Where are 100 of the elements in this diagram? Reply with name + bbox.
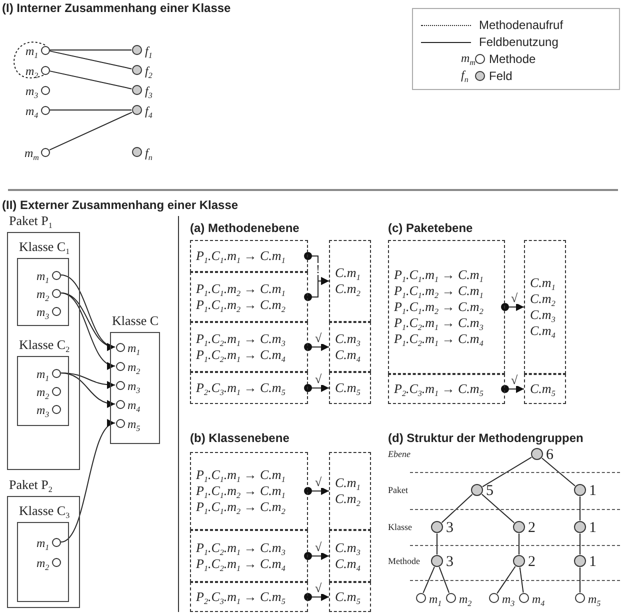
method-name: C.m$_{3}$ [335, 331, 362, 347]
arrow [304, 593, 330, 601]
method-name: C.m$_{1}$ [335, 265, 362, 281]
call-group-box [190, 240, 308, 272]
method-name: C.m$_{5}$ [335, 380, 362, 396]
group-node [531, 448, 543, 460]
call-group-box [190, 372, 308, 404]
method-name: C.m$_{2}$ [530, 291, 556, 307]
field-circle [132, 105, 142, 115]
method-circle [52, 386, 60, 396]
method-label: m$_{2}$ [36, 556, 50, 570]
call-group-box [190, 530, 308, 582]
arrow [501, 385, 524, 393]
edge-label: √ [314, 476, 323, 488]
group-node [471, 484, 483, 496]
symbol-label: m$_{m}$ [461, 51, 476, 65]
method-label: m$_{1}$ [128, 341, 140, 355]
call-text: P$_{1}$.C$_{2}$.m$_{1}$ → C.m$_{4}$ [196, 556, 286, 572]
method-name: C.m$_{4}$ [530, 323, 556, 339]
method-label: m$_{5}$ [128, 417, 140, 431]
method-name: C.m$_{1}$ [335, 475, 362, 491]
panel-heading: (c) Paketebene [388, 221, 473, 235]
method-label: m$_{3}$ [502, 592, 515, 606]
method-label: m$_{4}$ [26, 104, 38, 118]
group-node [574, 521, 586, 533]
count-label: 2 [528, 554, 536, 570]
field-circle [132, 65, 142, 75]
edge-label: √ [314, 582, 323, 594]
panel-heading: (b) Klassenebene [190, 431, 290, 445]
call-text: P$_{2}$.C$_{3}$.m$_{1}$ → C.m$_{5}$ [196, 589, 286, 605]
connector-line [438, 566, 450, 594]
connector-line [482, 456, 532, 488]
call-text: P$_{2}$.C$_{3}$.m$_{1}$ → C.m$_{5}$ [196, 380, 286, 396]
call-text: P$_{1}$.C$_{1}$.m$_{1}$ → C.m$_{1}$ [394, 267, 484, 283]
method-name: C.m$_{4}$ [335, 347, 362, 363]
connector-line [519, 566, 524, 594]
dotted-arc [14, 42, 46, 78]
method-circle [40, 86, 50, 94]
target-group-box [329, 530, 371, 582]
field-circle [132, 85, 142, 95]
method-label: m$_{4}$ [128, 398, 140, 412]
field-circle [132, 147, 142, 157]
legend-text: Methode [489, 52, 536, 66]
level-label: Ebene [388, 449, 410, 459]
target-group-box [524, 374, 566, 404]
target-group-box [329, 372, 371, 404]
edge-label: ! [315, 262, 321, 274]
method-label: m$_{3}$ [36, 403, 50, 417]
connector-line [441, 494, 473, 524]
method-name: C.m$_{5}$ [335, 589, 362, 605]
call-text: P$_{1}$.C$_{1}$.m$_{2}$ → C.m$_{1}$ [196, 483, 286, 499]
legend-text: Feld [489, 69, 512, 83]
method-label: m$_{m}$ [24, 146, 39, 160]
method-label: m$_{2}$ [128, 360, 140, 374]
method-label: m$_{1}$ [26, 44, 38, 58]
field-label: f$_{3}$ [145, 84, 152, 98]
method-label: m$_{2}$ [459, 592, 472, 606]
method-circle [52, 368, 60, 378]
count-label: 6 [546, 447, 554, 463]
method-circle [40, 46, 50, 54]
method-name: C.m$_{3}$ [335, 540, 362, 556]
group-node [431, 555, 443, 567]
arrow [60, 292, 116, 368]
connector-line [422, 566, 435, 594]
method-label: m$_{1}$ [429, 592, 442, 606]
call-group-box [190, 452, 308, 530]
group-node [574, 484, 586, 496]
arrow [304, 277, 330, 301]
call-text: P$_{1}$.C$_{1}$.m$_{2}$ → C.m$_{2}$ [196, 499, 286, 515]
method-circle [40, 106, 50, 114]
connector-line [49, 112, 132, 150]
call-text: P$_{2}$.C$_{3}$.m$_{1}$ → C.m$_{5}$ [394, 381, 484, 397]
call-text: P$_{1}$.C$_{1}$.m$_{1}$ → C.m$_{1}$ [196, 248, 286, 264]
call-text: P$_{1}$.C$_{1}$.m$_{1}$ → C.m$_{1}$ [196, 467, 286, 483]
method-circle [40, 148, 50, 156]
call-text: P$_{1}$.C$_{1}$.m$_{2}$ → C.m$_{2}$ [196, 297, 286, 313]
method-name: C.m$_{2}$ [335, 491, 362, 507]
level-label: Klasse [388, 522, 412, 532]
target-group-box [329, 240, 371, 322]
method-circle [52, 270, 60, 280]
legend-text: Methodenaufruf [479, 18, 564, 32]
method-label: m$_{3}$ [128, 379, 140, 393]
target-group-box [329, 582, 371, 612]
method-label: m$_{2}$ [36, 287, 50, 301]
count-label: 3 [446, 554, 454, 570]
method-circle [116, 400, 124, 408]
method-circle [52, 288, 60, 298]
group-node [431, 521, 443, 533]
method-circle [116, 380, 124, 390]
method-circle [575, 593, 585, 603]
count-label: 3 [446, 520, 454, 536]
call-group-box [388, 240, 505, 374]
edge-label: √ [510, 292, 519, 304]
edge-label: √ [314, 332, 323, 344]
arrow [60, 372, 116, 408]
call-group-box [388, 374, 505, 404]
method-name: C.m$_{3}$ [530, 307, 556, 323]
method-label: m$_{1}$ [36, 367, 50, 381]
call-text: P$_{1}$.C$_{1}$.m$_{2}$ → C.m$_{1}$ [394, 283, 484, 299]
method-label: m$_{2}$ [36, 385, 50, 399]
